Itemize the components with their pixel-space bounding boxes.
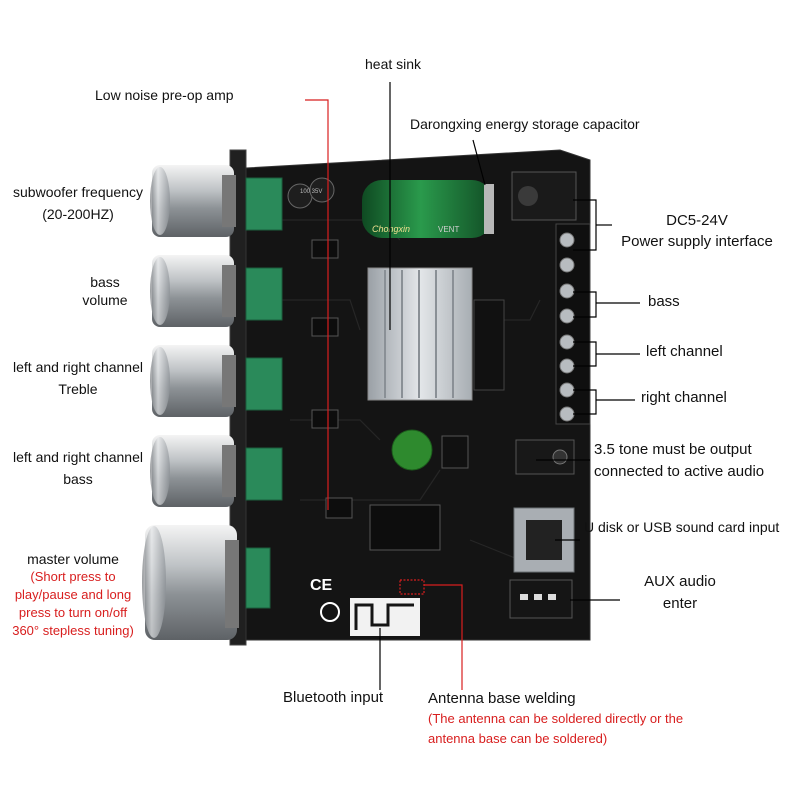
label-treble: left and right channel Treble (3, 358, 153, 398)
ic-main (369, 504, 441, 551)
label-bluetooth: Bluetooth input (283, 689, 384, 706)
small-cap-print: 100 35V (300, 189, 322, 195)
label-antenna-note-1: (The antenna can be soldered directly or… (428, 711, 684, 726)
label-antenna-title: Antenna base welding (428, 690, 576, 707)
knob-subwoofer-frequency (150, 165, 236, 237)
label-dc-line2: Power supply interface (621, 233, 773, 250)
ce-mark: CE (310, 577, 333, 594)
antenna-base (399, 579, 425, 595)
label-sub-freq-line2: (20-200HZ) (42, 206, 114, 222)
knob-bass-volume (150, 255, 236, 327)
label-bass-volume-line1: bass (90, 274, 120, 290)
label-dc-line1: DC5-24V (666, 212, 728, 229)
label-master-note-2: play/pause and long (14, 587, 132, 602)
ic-preamp-1 (311, 239, 339, 259)
label-master-note-4: 360° stepless tuning) (12, 623, 134, 638)
pot-3 (245, 357, 283, 411)
label-aux-line1: AUX audio (644, 573, 716, 590)
label-preamp: Low noise pre-op amp (95, 87, 234, 103)
label-antenna-note-2: antenna base can be soldered) (428, 731, 608, 746)
label-treble-line2: Treble (58, 381, 98, 397)
ic-preamp-4 (325, 497, 353, 519)
leader-lines (379, 82, 640, 690)
ic-preamp-3 (311, 409, 339, 429)
label-lr-bass-line1: left and right channel (13, 449, 143, 465)
label-sub-freq: subwoofer frequency (20-200HZ) (5, 183, 151, 223)
capacitor-brand-print: Chongxin (372, 224, 410, 234)
label-heat-sink: heat sink (365, 56, 422, 72)
label-capacitor: Darongxing energy storage capacitor (410, 116, 640, 132)
label-aux-line2: enter (662, 595, 698, 612)
pot-5 (245, 547, 271, 609)
green-capacitor (391, 429, 433, 471)
label-dc: DC5-24V Power supply interface (612, 212, 782, 251)
label-tone-line1: 3.5 tone must be output (594, 441, 752, 458)
label-master-volume-title: master volume (27, 551, 119, 567)
knob-lr-bass (150, 435, 236, 507)
label-master-volume: master volume (Short press to play/pause… (0, 550, 146, 640)
label-lr-bass: left and right channel bass (3, 448, 153, 488)
knob-master-volume (142, 525, 239, 640)
label-bass-volume-line2: volume (82, 292, 128, 308)
knob-treble (150, 345, 236, 417)
heat-sink (367, 267, 473, 401)
label-tone-line2: connected to active audio (594, 463, 765, 480)
label-left-channel: left channel (646, 343, 723, 360)
pot-4 (245, 447, 283, 501)
ic-preamp-2 (311, 317, 339, 337)
label-antenna: Antenna base welding (The antenna can be… (428, 690, 683, 748)
label-bass-output: bass (648, 293, 680, 310)
label-sub-freq-line1: subwoofer frequency (13, 184, 143, 200)
label-bass-volume: bass volume (60, 273, 150, 309)
label-tone: 3.5 tone must be output connected to act… (594, 441, 764, 481)
amp-chip (473, 299, 505, 391)
pot-1 (245, 177, 283, 231)
energy-storage-capacitor (362, 180, 494, 238)
pot-2 (245, 267, 283, 321)
capacitor-series-print: VENT (438, 225, 459, 234)
label-treble-line1: left and right channel (13, 359, 143, 375)
label-master-note-1: (Short press to (30, 569, 116, 584)
label-master-note-3: press to turn on/off (18, 605, 128, 620)
terminal-block (555, 223, 591, 425)
audio-jack-3-5 (515, 439, 575, 475)
red-leader-lines (305, 99, 463, 690)
label-aux: AUX audio enter (630, 573, 730, 613)
label-lr-bass-line2: bass (63, 471, 93, 487)
label-usb: U disk or USB sound card input (584, 519, 780, 535)
regulator (441, 435, 469, 469)
small-capacitors (287, 177, 335, 209)
label-right-channel: right channel (641, 389, 727, 406)
